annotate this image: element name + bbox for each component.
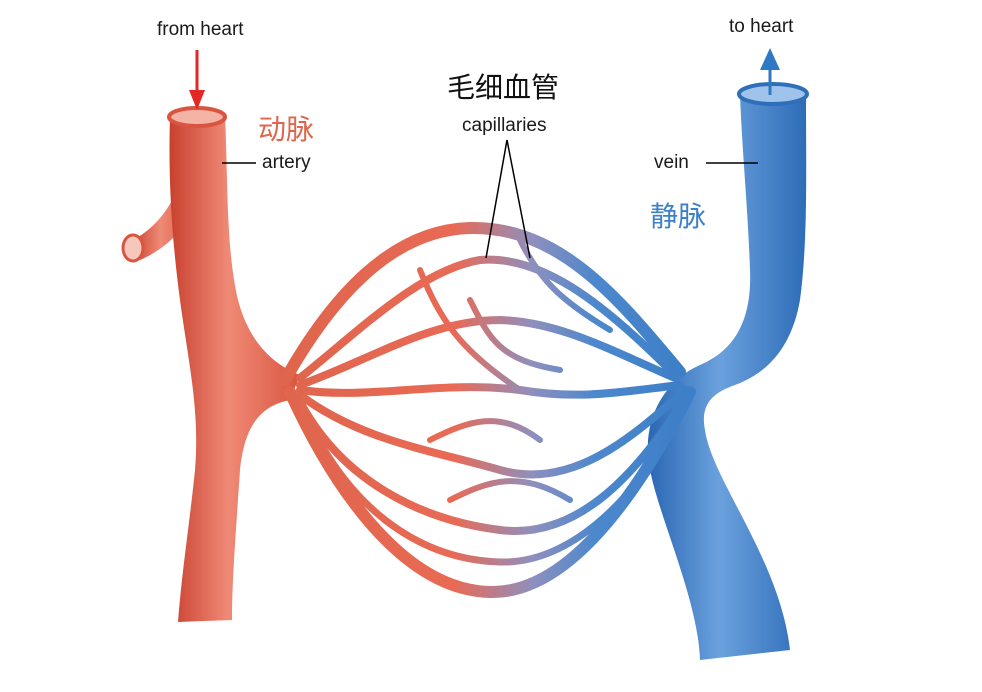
capillary-10 — [447, 478, 573, 503]
capillary-6 — [296, 392, 694, 566]
capillary-8 — [467, 297, 563, 373]
vein-opening — [737, 82, 809, 106]
capillary-network — [279, 221, 696, 599]
vein-vessel — [647, 82, 809, 660]
capillaries-pointer-line-left — [485, 139, 508, 259]
capillary-2 — [296, 315, 679, 389]
artery-cn-label: 动脉 — [258, 113, 315, 146]
capillary-outer-top — [279, 221, 686, 386]
from-heart-label: from heart — [157, 19, 244, 40]
capillary-5 — [294, 390, 692, 535]
capillary-11 — [517, 237, 613, 333]
capillary-9 — [427, 418, 543, 443]
artery-opening — [167, 106, 227, 128]
vein-label: vein — [654, 152, 689, 173]
capillaries-label: capillaries — [462, 115, 547, 136]
capillaries-pointer-line-right — [506, 139, 531, 259]
vein-main — [647, 92, 807, 660]
artery-main — [169, 116, 300, 622]
artery-side-branch-opening — [121, 233, 145, 263]
artery-vessel — [121, 106, 300, 622]
capillary-3 — [296, 381, 684, 399]
to-heart-label: to heart — [729, 16, 794, 37]
capillary-7 — [417, 267, 523, 393]
capillary-1 — [296, 255, 674, 382]
capillary-4 — [296, 386, 689, 479]
from-heart-arrow-icon — [189, 50, 205, 110]
vein-cn-label: 静脉 — [650, 200, 707, 233]
artery-label: artery — [262, 152, 311, 173]
capillaries-cn-label: 毛细血管 — [447, 71, 560, 104]
to-heart-arrow-icon — [760, 48, 780, 95]
